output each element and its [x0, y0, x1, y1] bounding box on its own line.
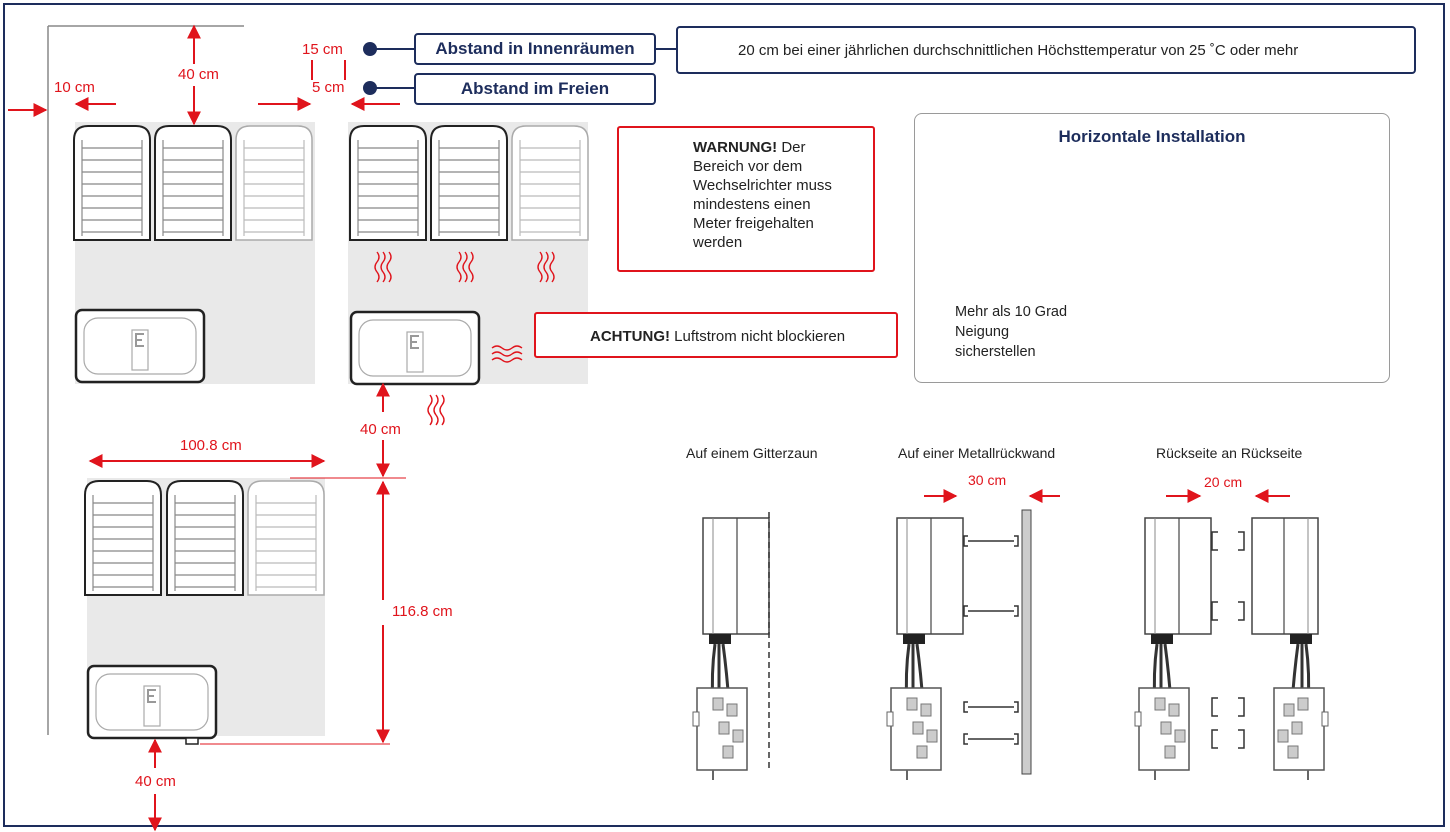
inverter-7 — [84, 480, 162, 596]
inverter-1 — [73, 125, 151, 241]
inverter-5 — [430, 125, 508, 241]
row-height-label: 116.8 cm — [392, 603, 453, 620]
tilt-note-line: sicherstellen — [955, 344, 1036, 360]
temperature-note-text: 20 cm bei einer jährlichen durchschnittl… — [738, 42, 1299, 59]
warning-line: mindestens einen — [693, 196, 811, 213]
warning-line: Der — [781, 139, 806, 156]
temperature-note-box: 20 cm bei einer jährlichen durchschnittl… — [676, 26, 1416, 74]
warning-line: Bereich vor dem — [693, 158, 803, 175]
indoor-distance-label: Abstand in Innenräumen — [414, 33, 656, 65]
battery-1 — [74, 308, 206, 384]
between-rows-label: 40 cm — [360, 421, 401, 438]
row-width-label: 100.8 cm — [180, 437, 242, 454]
horizontal-installation-title: Horizontale Installation — [1058, 127, 1246, 146]
outdoor-marker-dot — [363, 81, 377, 95]
outdoor-distance-value: 5 cm — [312, 79, 345, 96]
metal-wall-mount-label: Auf einer Metallrückwand — [898, 445, 1056, 461]
horizontal-installation-panel: Horizontale Installation Mehr als 10 Gra… — [914, 113, 1390, 383]
inverter-4 — [349, 125, 427, 241]
inverter-9 — [247, 480, 325, 596]
outdoor-distance-label: Abstand im Freien — [414, 73, 656, 105]
caution-text: Luftstrom nicht blockieren — [674, 328, 846, 345]
warning-title: WARNUNG! — [693, 139, 778, 156]
warning-line: Wechselrichter muss — [693, 177, 832, 194]
back-to-back-distance: 20 cm — [1204, 474, 1243, 490]
caution-title: ACHTUNG! — [590, 328, 670, 345]
metal-wall-distance: 30 cm — [968, 472, 1007, 488]
warning-box: WARNUNG! Der Bereich vor dem Wechselrich… — [617, 126, 875, 272]
warning-line: werden — [693, 234, 743, 251]
tilt-note-line: Mehr als 10 Grad — [955, 304, 1068, 320]
inverter-8 — [166, 480, 244, 596]
inverter-2 — [154, 125, 232, 241]
dimension-arrows — [8, 24, 400, 832]
back-to-back-illustration — [1133, 516, 1330, 782]
bottom-gap-label: 40 cm — [135, 773, 176, 790]
back-to-back-label: Rückseite an Rückseite — [1156, 445, 1303, 461]
top-gap-label: 40 cm — [178, 66, 219, 83]
side-gap-label: 10 cm — [54, 79, 95, 96]
page-frame — [3, 3, 1445, 827]
fence-mount-illustration — [691, 512, 771, 782]
warning-line: Meter freigehalten — [693, 215, 814, 232]
battery-3 — [86, 664, 218, 740]
inverter-3 — [235, 125, 313, 241]
battery-2 — [349, 310, 481, 386]
indoor-distance-value: 15 cm — [302, 41, 343, 58]
caution-box: ACHTUNG! Luftstrom nicht blockieren — [534, 312, 898, 358]
inverter-6 — [511, 125, 589, 241]
tilt-note-line: Neigung — [955, 324, 1010, 340]
fence-mount-label: Auf einem Gitterzaun — [686, 445, 818, 461]
indoor-marker-dot — [363, 42, 377, 56]
heat-icon — [427, 394, 445, 426]
metal-wall-mount-illustration — [885, 509, 1032, 782]
